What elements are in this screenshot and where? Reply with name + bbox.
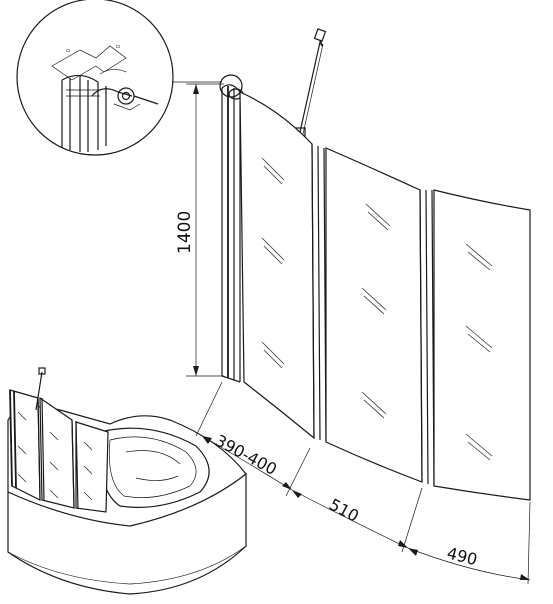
profile-section-drawing: ▫ ▫ xyxy=(51,43,159,152)
panel-2-profile xyxy=(419,189,435,487)
mini-rod xyxy=(35,371,43,411)
glass-reflections xyxy=(261,157,493,461)
glass-panel-2 xyxy=(325,147,423,483)
wall-profile xyxy=(221,84,241,383)
tub-basin xyxy=(98,427,210,508)
profile-mark-left: ▫ xyxy=(66,47,70,54)
height-dimension: 1400 xyxy=(175,83,224,377)
detail-target-circle xyxy=(219,74,243,98)
hinge-detail-callout: ▫ ▫ xyxy=(16,0,243,156)
detail-circle xyxy=(16,0,174,156)
main-screen-drawing: 1400 390-400 510 490 xyxy=(175,28,531,585)
stabilizer-rod xyxy=(295,28,327,143)
height-label: 1400 xyxy=(175,211,195,254)
panel-1-width-label: 390-400 xyxy=(212,431,280,479)
mini-reflections xyxy=(17,411,93,501)
mini-panel-3 xyxy=(75,421,109,513)
glass-panel-1 xyxy=(239,91,315,440)
panel-3-width-label: 490 xyxy=(445,543,479,569)
profile-mark-right: ▫ xyxy=(116,43,120,50)
panel-2-width-label: 510 xyxy=(326,495,362,526)
mini-panel-2 xyxy=(39,396,75,509)
bathtub-preview xyxy=(7,367,247,595)
panel-1-profile xyxy=(311,143,327,443)
